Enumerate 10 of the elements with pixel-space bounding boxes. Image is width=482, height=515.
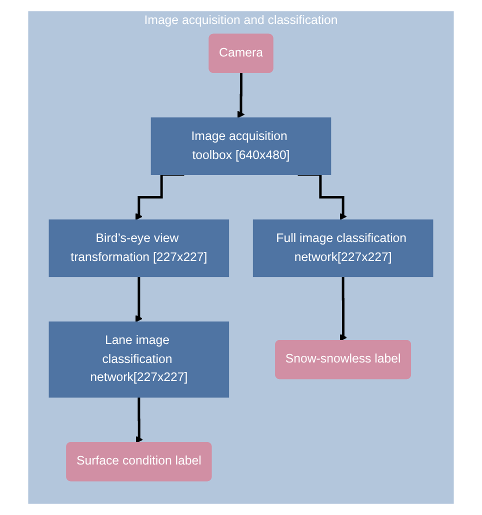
arrow: [135, 275, 143, 322]
arrow: [135, 173, 184, 220]
node-box: Full image classification network[227x227]: [252, 219, 434, 278]
arrow: [340, 275, 348, 342]
arrow: [136, 396, 143, 444]
node-box: Bird’s-eye view transformation [227x227]: [48, 219, 230, 278]
node-box: Lane image classification network[227x227]: [48, 322, 230, 398]
arrow: [237, 72, 245, 118]
node-box: Image acquisition toolbox [640x480]: [150, 117, 332, 175]
arrow: [298, 173, 347, 220]
